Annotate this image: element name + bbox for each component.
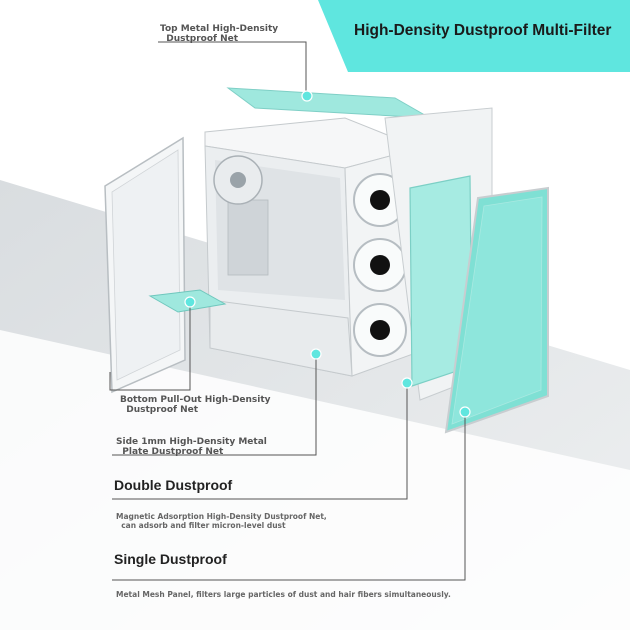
single-dustproof-description: Metal Mesh Panel, filters large particle… [116, 590, 451, 599]
dot-single [459, 406, 471, 418]
single-dustproof-heading: Single Dustproof [114, 551, 227, 567]
double-dustproof-heading: Double Dustproof [114, 477, 233, 493]
leader-single [112, 412, 466, 581]
dot-double [401, 377, 413, 389]
dot-top [301, 90, 313, 102]
dot-side [310, 348, 322, 360]
callout-side-plate: Side 1mm High-Density Metal Plate Dustpr… [116, 437, 267, 457]
leader-double [112, 383, 408, 500]
leader-bottom [109, 304, 191, 391]
dot-bottom [184, 296, 196, 308]
leader-side [112, 354, 317, 456]
top-filter-panel [226, 87, 431, 119]
callout-bottom-net: Bottom Pull-Out High-Density Dustproof N… [120, 395, 271, 415]
banner-background [318, 0, 630, 72]
banner-title: High-Density Dustproof Multi-Filter [354, 22, 612, 39]
callout-top-net: Top Metal High-Density Dustproof Net [160, 24, 279, 44]
double-dustproof-description: Magnetic Adsorption High-Density Dustpro… [116, 512, 327, 530]
leader-top [158, 41, 307, 96]
